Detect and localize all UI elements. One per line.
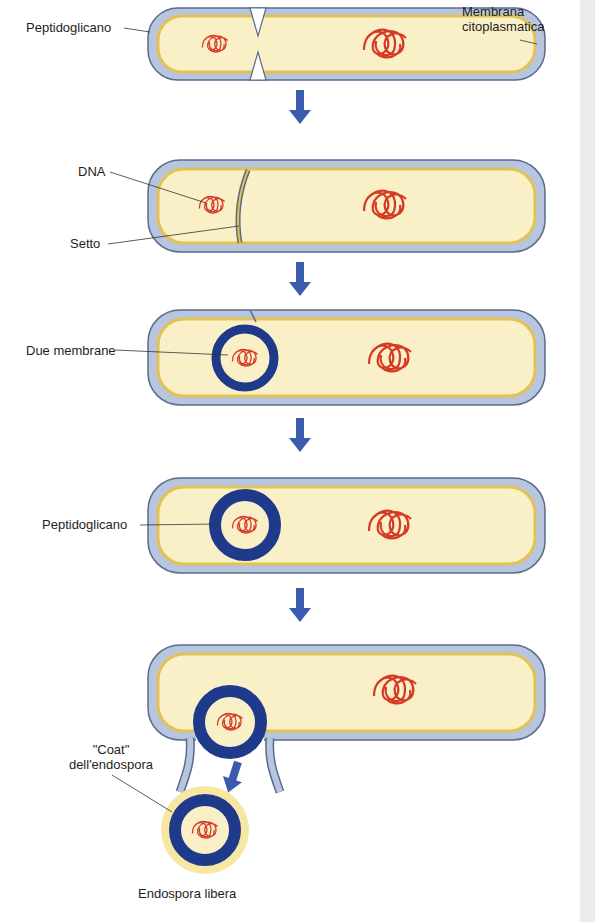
part-label: DNA — [78, 164, 105, 179]
cell-stage-2 — [148, 160, 545, 252]
layer-label: Peptidoglicano — [42, 517, 127, 532]
leader-lines — [108, 28, 537, 812]
cell-stage-5 — [148, 645, 545, 792]
step-arrow — [289, 262, 311, 296]
cell-stage-4 — [148, 478, 545, 573]
stage-label: Endospora libera — [138, 886, 236, 901]
layer-label: Membrana citoplasmatica — [462, 4, 557, 34]
part-label: Setto — [70, 236, 100, 251]
free-endospore — [161, 786, 249, 874]
step-arrow — [289, 90, 311, 124]
page-edge — [580, 0, 595, 922]
cell-stage-3 — [148, 310, 545, 405]
part-label: "Coat" dell'endospora — [52, 742, 170, 772]
step-arrow — [289, 418, 311, 452]
layer-label: Peptidoglicano — [26, 20, 111, 35]
part-label: Due membrane — [26, 343, 116, 358]
step-arrow — [289, 588, 311, 622]
